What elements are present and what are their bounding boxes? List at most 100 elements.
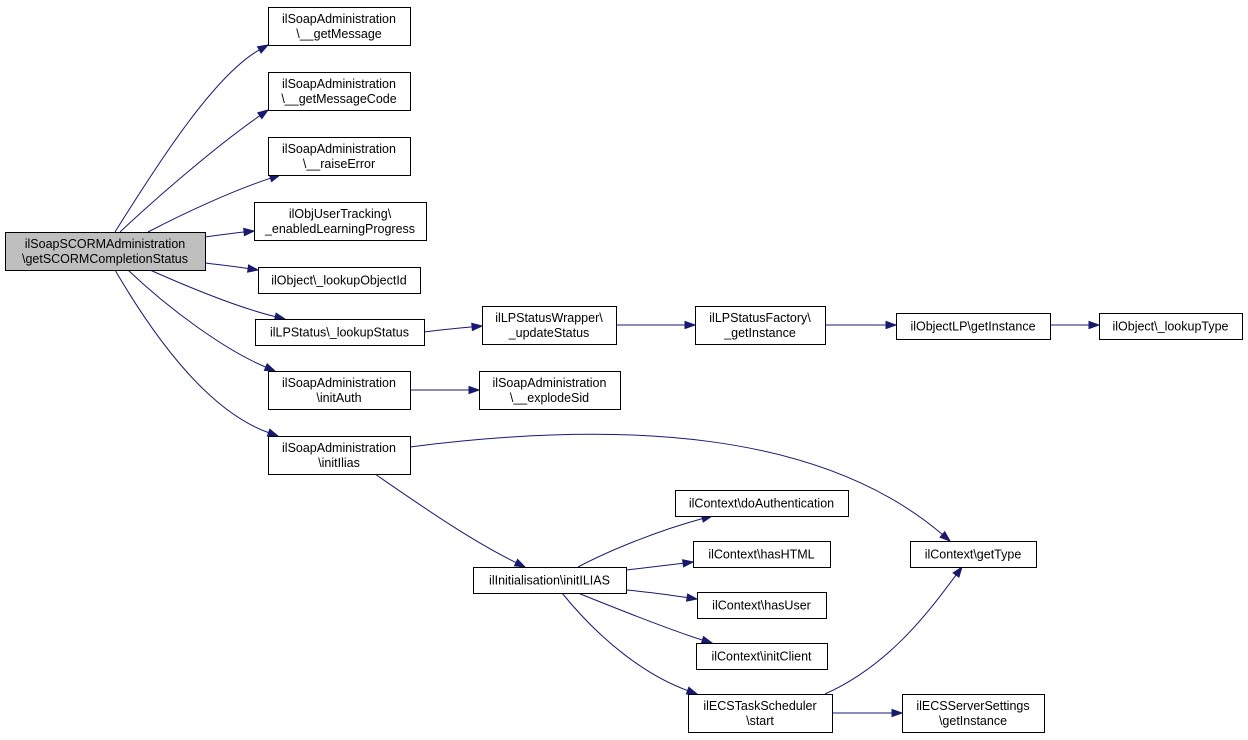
edge-line	[561, 592, 688, 692]
node-label: \getSCORMCompletionStatus	[22, 252, 188, 266]
edge-root-to-initIlias	[114, 269, 280, 437]
edge-initILIAS-to-schedulerStart	[561, 592, 699, 695]
arrowhead-icon	[700, 635, 714, 645]
node-updateStatus[interactable]: ilLPStatusWrapper\_updateStatus	[482, 306, 617, 345]
arrowhead-icon	[471, 322, 484, 332]
node-label: ilSoapAdministration	[282, 376, 396, 390]
node-objectLPGetInstance[interactable]: ilObjectLP\getInstance	[896, 313, 1051, 340]
node-schedulerStart[interactable]: ilECSTaskScheduler\start	[688, 694, 833, 733]
node-box	[688, 694, 833, 733]
node-label: ilSoapAdministration	[493, 376, 607, 390]
node-initIlias[interactable]: ilSoapAdministration\initIlias	[268, 436, 411, 475]
node-lookupType[interactable]: ilObject\_lookupType	[1099, 313, 1243, 340]
node-box	[268, 371, 411, 410]
node-label: \initAuth	[316, 391, 361, 405]
arrowhead-icon	[885, 320, 898, 330]
node-label: ilContext\initClient	[711, 650, 812, 664]
node-box	[268, 7, 411, 46]
node-label: \getInstance	[939, 714, 1007, 728]
edge-lookupStatus-to-updateStatus	[423, 322, 484, 333]
node-label: \__getMessageCode	[281, 92, 396, 106]
node-label: \initIlias	[318, 456, 360, 470]
edge-schedulerStart-to-ecsGetInstance	[832, 708, 904, 718]
edge-line	[204, 262, 249, 270]
node-label: _enabledLearningProgress	[264, 222, 415, 236]
edge-root-to-initAuth	[127, 269, 277, 372]
node-getMessageCode[interactable]: ilSoapAdministration\__getMessageCode	[268, 72, 411, 111]
node-ecsGetInstance[interactable]: ilECSServerSettings\getInstance	[902, 694, 1045, 733]
node-box	[482, 306, 617, 345]
edge-root-to-lookupStatus	[149, 269, 287, 321]
node-box	[902, 694, 1045, 733]
arrowhead-icon	[1088, 320, 1101, 330]
edge-objectLPGetInstance-to-lookupType	[1049, 320, 1101, 330]
node-initILIAS[interactable]: ilInitialisation\initILIAS	[473, 567, 627, 594]
node-factoryGetInstance[interactable]: ilLPStatusFactory\_getInstance	[695, 306, 826, 345]
node-box	[268, 72, 411, 111]
node-raiseError[interactable]: ilSoapAdministration\__raiseError	[268, 137, 411, 176]
node-label: ilSoapAdministration	[282, 77, 396, 91]
node-hasUser[interactable]: ilContext\hasUser	[697, 592, 827, 619]
arrowhead-icon	[682, 559, 695, 568]
edge-line	[204, 231, 245, 238]
node-doAuthentication[interactable]: ilContext\doAuthentication	[675, 490, 849, 517]
node-label: _getInstance	[723, 326, 796, 340]
node-initAuth[interactable]: ilSoapAdministration\initAuth	[268, 371, 411, 410]
edge-factoryGetInstance-to-objectLPGetInstance	[824, 320, 898, 330]
node-box	[5, 232, 206, 271]
node-label: ilObject\_lookupObjectId	[271, 274, 407, 288]
node-label: \start	[746, 714, 774, 728]
edge-line	[114, 49, 260, 233]
arrowhead-icon	[266, 428, 280, 437]
arrowhead-icon	[685, 686, 699, 695]
node-label: ilObject\_lookupType	[1112, 320, 1228, 334]
arrowhead-icon	[246, 264, 260, 273]
edge-line	[577, 518, 703, 568]
node-getMessage[interactable]: ilSoapAdministration\__getMessage	[268, 7, 411, 46]
node-label: ilContext\doAuthentication	[689, 497, 834, 511]
node-label: ilContext\getType	[925, 548, 1022, 562]
edge-root-to-lookupObjectId	[204, 262, 260, 273]
node-box	[268, 436, 411, 475]
node-label: ilContext\hasUser	[712, 599, 811, 613]
edge-line	[119, 115, 261, 233]
edge-line	[625, 562, 684, 571]
edge-initIlias-to-getType	[409, 433, 952, 542]
arrowhead-icon	[263, 362, 277, 372]
node-layer: ilSoapSCORMAdministration\getSCORMComple…	[5, 7, 1243, 733]
node-label: ilInitialisation\initILIAS	[489, 574, 610, 588]
node-hasHTML[interactable]: ilContext\hasHTML	[693, 541, 831, 568]
node-box	[697, 592, 827, 619]
edge-root-to-getMessageCode	[119, 109, 270, 233]
node-initClient[interactable]: ilContext\initClient	[696, 643, 828, 670]
node-getType[interactable]: ilContext\getType	[910, 541, 1037, 568]
edge-schedulerStart-to-getType	[824, 565, 963, 695]
node-root[interactable]: ilSoapSCORMAdministration\getSCORMComple…	[5, 232, 206, 271]
node-lookupObjectId[interactable]: ilObject\_lookupObjectId	[258, 267, 421, 294]
edge-root-to-getMessage	[114, 44, 270, 233]
edge-initILIAS-to-doAuthentication	[577, 514, 714, 568]
arrowhead-icon	[243, 227, 256, 237]
edge-line	[409, 433, 943, 535]
edge-line	[127, 269, 266, 368]
edge-initILIAS-to-hasHTML	[625, 559, 695, 571]
arrowhead-icon	[952, 565, 963, 578]
node-enabledLP[interactable]: ilObjUserTracking\_enabledLearningProgre…	[254, 202, 427, 241]
node-box	[254, 202, 427, 241]
edge-line	[149, 269, 276, 318]
node-lookupStatus[interactable]: ilLPStatus\_lookupStatus	[255, 319, 425, 346]
arrowhead-icon	[468, 385, 481, 395]
node-explodeSid[interactable]: ilSoapAdministration\__explodeSid	[479, 371, 621, 410]
edge-initAuth-to-explodeSid	[410, 385, 481, 395]
arrowhead-icon	[891, 708, 904, 718]
edge-line	[114, 269, 269, 434]
edge-line	[824, 574, 957, 695]
node-box	[268, 137, 411, 176]
node-box	[255, 319, 425, 346]
node-label: ilLPStatus\_lookupStatus	[270, 326, 409, 340]
node-label: _updateStatus	[508, 326, 590, 340]
node-label: \__raiseError	[303, 157, 375, 171]
node-label: ilObjectLP\getInstance	[910, 320, 1035, 334]
node-label: ilECSTaskScheduler	[703, 699, 816, 713]
